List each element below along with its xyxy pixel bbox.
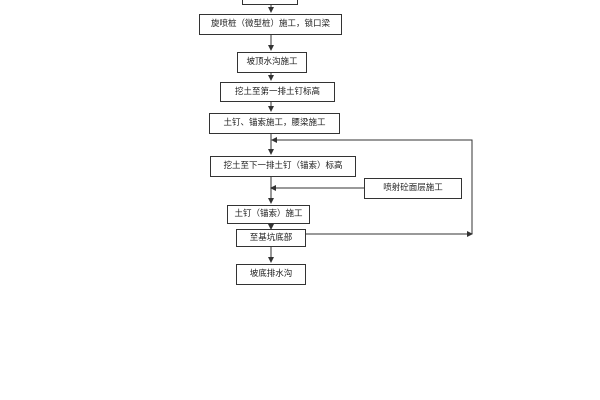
- flow-node-soil-nail-anchor: 土钉、锚索施工，腰梁施工: [209, 113, 340, 134]
- flow-node-bottom-ditch: 坡底排水沟: [236, 264, 306, 285]
- flow-node-pit-bottom: 至基坑底部: [236, 229, 306, 247]
- flow-node-rotary-jet-pile: 旋喷桩（微型桩）施工，锁口梁: [199, 14, 342, 35]
- arrow-loop-return: [271, 137, 473, 234]
- flow-node-soil-nail: 土钉（锚索）施工: [227, 205, 310, 224]
- flow-node-top-ditch: 坡顶水沟施工: [237, 52, 307, 73]
- flow-node-top: [242, 0, 298, 5]
- flow-node-shotcrete: 喷射砼面层施工: [364, 178, 462, 199]
- flow-node-excavate-next-row: 挖土至下一排土钉（锚索）标高: [210, 156, 356, 177]
- flow-node-excavate-first-row: 挖土至第一排土钉标高: [220, 82, 335, 102]
